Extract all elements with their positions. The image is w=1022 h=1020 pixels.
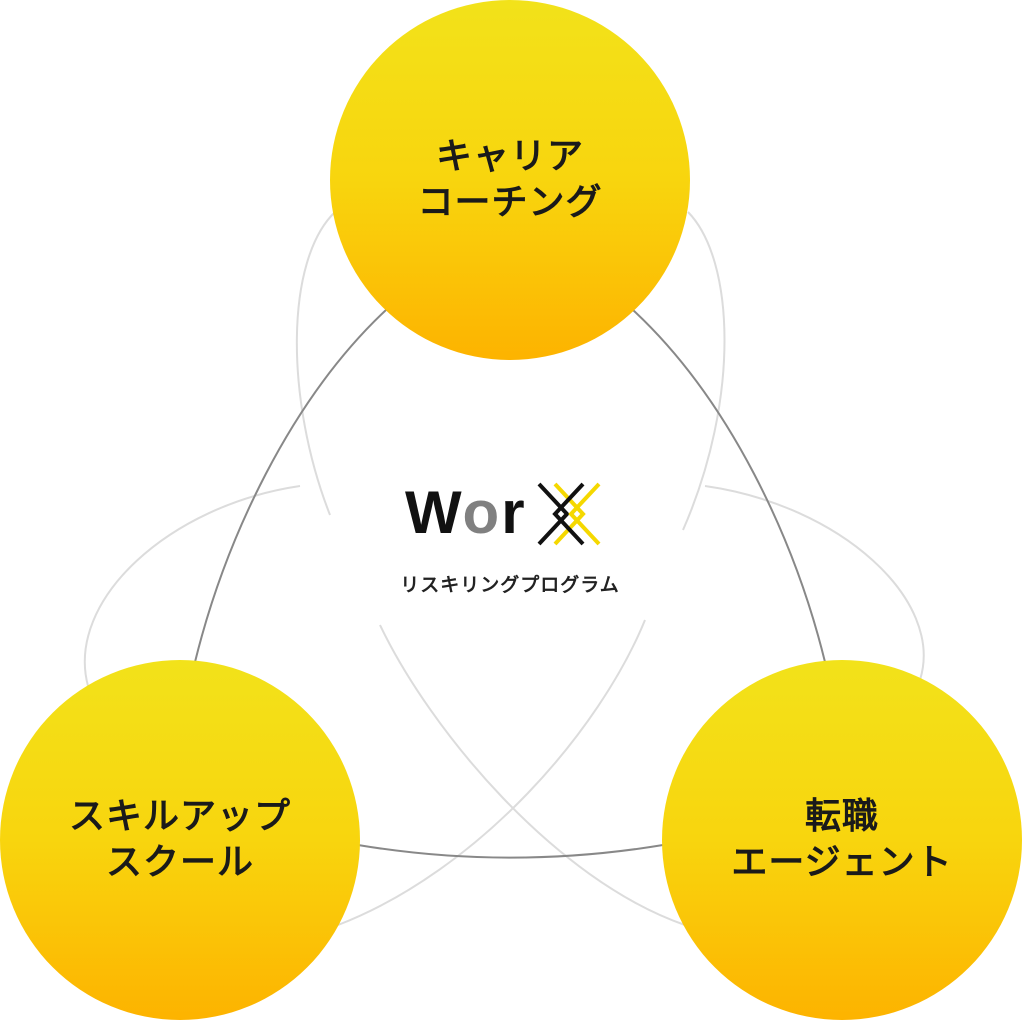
light-loop-right-top <box>704 485 925 681</box>
dark-arc-left <box>194 309 387 663</box>
logo-r: r <box>501 479 527 546</box>
node-label-line: コーチング <box>417 182 603 223</box>
logo-w: W <box>405 479 463 546</box>
logo-o: o <box>462 479 502 546</box>
light-loop-top-right <box>682 211 726 531</box>
light-loop-top-left <box>295 211 336 516</box>
node-skillup-school: スキルアップスクール <box>0 660 360 1020</box>
node-job-agent: 転職エージェント <box>662 660 1022 1020</box>
worx-logo: Wor <box>405 478 615 548</box>
node-label-line: エージェント <box>731 842 953 883</box>
dark-arc-right <box>632 309 826 663</box>
dark-arc-bottom <box>357 844 664 859</box>
node-career-coaching: キャリアコーチング <box>330 0 690 360</box>
light-loop-left-bottom <box>337 619 646 926</box>
program-subtitle: リスキリングプログラム <box>400 574 620 596</box>
light-loop-right-bottom <box>379 624 686 926</box>
light-loop-left-top <box>83 485 301 687</box>
node-label-line: 転職 <box>804 796 879 837</box>
node-label-line: キャリア <box>435 136 584 177</box>
node-label-line: スクール <box>105 842 254 883</box>
logo-x-mark-icon <box>537 482 601 546</box>
node-label-line: スキルアップ <box>68 796 291 837</box>
